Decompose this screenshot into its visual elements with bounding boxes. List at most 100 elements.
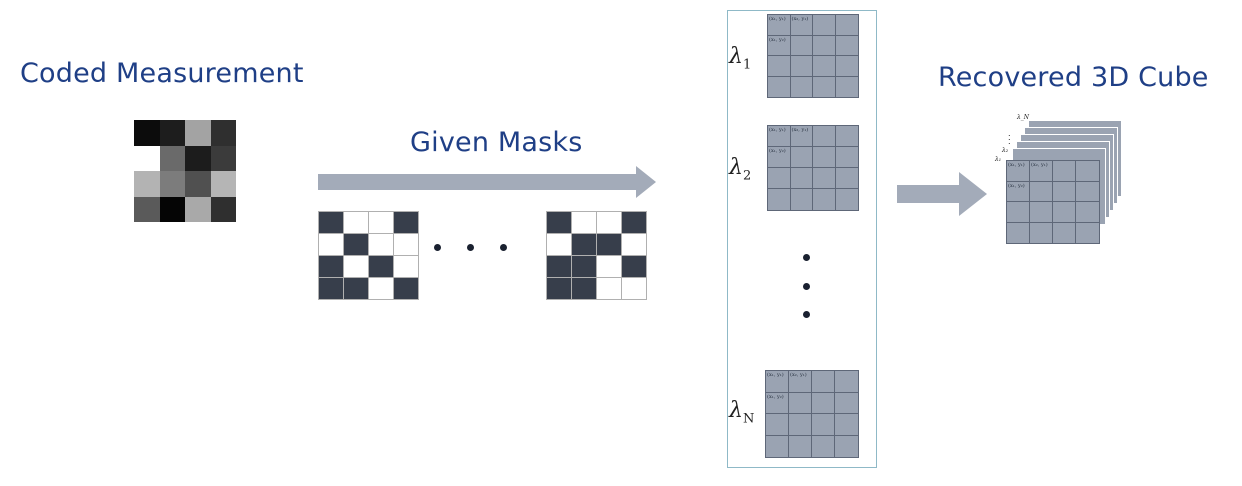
grid-cell — [766, 414, 789, 436]
grid-cell — [791, 189, 813, 210]
coded-pixel — [159, 171, 185, 197]
mask-cell — [572, 256, 596, 277]
grid-cell — [836, 77, 859, 98]
grid-cell — [812, 435, 835, 457]
band-n-grid: (x₁, y₁)(x₂, y₁)(x₁, y₂) — [765, 370, 859, 458]
grid-cell: (x₁, y₂) — [768, 35, 791, 56]
mask-cell — [597, 256, 621, 277]
ellipsis-dot — [500, 244, 507, 251]
grid-cell — [812, 414, 835, 436]
coded-pixel — [134, 171, 160, 197]
ellipsis-dot — [803, 283, 810, 290]
grid-cell — [768, 56, 791, 77]
grid-cell — [835, 36, 858, 56]
mask-cell — [344, 234, 368, 255]
lambda-1-label: λ1 — [729, 44, 752, 73]
grid-cell — [768, 189, 791, 210]
cube-dots: ... — [1008, 129, 1011, 146]
ellipsis-dot — [434, 244, 441, 251]
mask-cell — [597, 234, 621, 255]
arrow-shape — [897, 172, 987, 216]
grid-cell — [813, 76, 836, 97]
coded-measurement-image — [134, 120, 236, 222]
given-masks-heading: Given Masks — [410, 127, 583, 158]
mask-cell — [547, 278, 571, 299]
cube-front-layer: (x₁, y₁)(x₂, y₁)(x₁, y₂) — [1006, 160, 1100, 244]
grid-cell — [1007, 222, 1030, 243]
grid-cell: (x₁, y₁) — [768, 15, 791, 36]
grid-cell — [790, 56, 813, 77]
grid-cell — [813, 35, 836, 56]
grid-cell — [835, 371, 858, 393]
grid-cell — [835, 126, 858, 147]
grid-cell — [789, 414, 812, 436]
grid-cell: (x₂, y₁) — [1030, 161, 1053, 182]
band-2-grid: (x₁, y₁)(x₂, y₁)(x₁, y₂) — [767, 125, 859, 211]
mask-cell — [547, 256, 571, 277]
grid-cell: (x₁, y₂) — [768, 147, 791, 168]
grid-cell — [835, 393, 858, 414]
grid-cell: (x₁, y₂) — [1007, 181, 1030, 202]
coded-pixel — [134, 120, 160, 146]
grid-cell — [1030, 202, 1053, 223]
grid-cell — [1053, 222, 1076, 243]
bands-vertical-ellipsis — [803, 254, 813, 324]
mask-cell — [369, 212, 393, 233]
ellipsis-dot — [467, 244, 474, 251]
ellipsis-dot — [803, 311, 810, 318]
mask-cell — [394, 278, 418, 299]
mask-cell — [547, 212, 571, 233]
coded-pixel — [159, 120, 185, 146]
grid-cell: (x₁, y₂) — [766, 392, 789, 414]
grid-cell: (x₁, y₁) — [1007, 161, 1030, 182]
grid-cell — [813, 147, 836, 168]
mask-cell — [369, 234, 393, 255]
grid-cell: (x₁, y₁) — [766, 371, 789, 393]
cube-label-lambda-2: λ₂ — [1002, 147, 1009, 154]
grid-cell — [812, 392, 835, 414]
mask-cell — [572, 212, 596, 233]
grid-cell — [835, 414, 858, 436]
mask-cell — [394, 234, 418, 255]
mask-cell — [597, 212, 621, 233]
cube-label-lambda-n: λ_N — [1017, 114, 1030, 121]
mask-cell — [622, 212, 646, 233]
mask-cell — [344, 212, 368, 233]
grid-cell — [790, 168, 813, 189]
grid-cell — [789, 435, 812, 457]
ellipsis-dot — [803, 254, 810, 261]
lambda-2-label: λ2 — [729, 155, 752, 184]
band-1-grid: (x₁, y₁)(x₂, y₁)(x₁, y₂) — [767, 14, 859, 98]
grid-cell — [1053, 181, 1076, 202]
coded-pixel — [185, 120, 211, 146]
grid-cell — [790, 147, 813, 168]
given-masks-arrow — [318, 166, 658, 198]
coded-pixel — [210, 145, 236, 171]
recovered-cube: (x₁, y₁)(x₂, y₁)(x₁, y₂) λ_N λ₂ λ₁ ... — [995, 114, 1130, 250]
mask-cell — [394, 256, 418, 277]
coded-pixel — [159, 196, 185, 222]
grid-cell — [835, 168, 858, 189]
grid-cell — [1076, 161, 1099, 182]
grid-cell — [1030, 181, 1053, 202]
cube-label-lambda-1: λ₁ — [995, 156, 1002, 163]
grid-cell — [766, 435, 789, 457]
mask-cell — [597, 278, 621, 299]
grid-cell — [1076, 202, 1099, 223]
mask-cell — [547, 234, 571, 255]
grid-cell — [1007, 202, 1030, 223]
mask-cell — [344, 256, 368, 277]
mask-cell — [622, 278, 646, 299]
grid-cell — [768, 168, 791, 189]
grid-cell — [789, 392, 812, 414]
grid-cell — [813, 168, 836, 189]
arrow-shape — [318, 166, 656, 198]
grid-cell — [1053, 161, 1076, 182]
grid-cell — [1076, 182, 1099, 202]
coded-pixel — [210, 196, 236, 222]
grid-cell — [813, 126, 836, 147]
mask-cell — [369, 256, 393, 277]
coded-pixel — [134, 196, 160, 222]
mask-cell — [344, 278, 368, 299]
mask-cell — [572, 278, 596, 299]
